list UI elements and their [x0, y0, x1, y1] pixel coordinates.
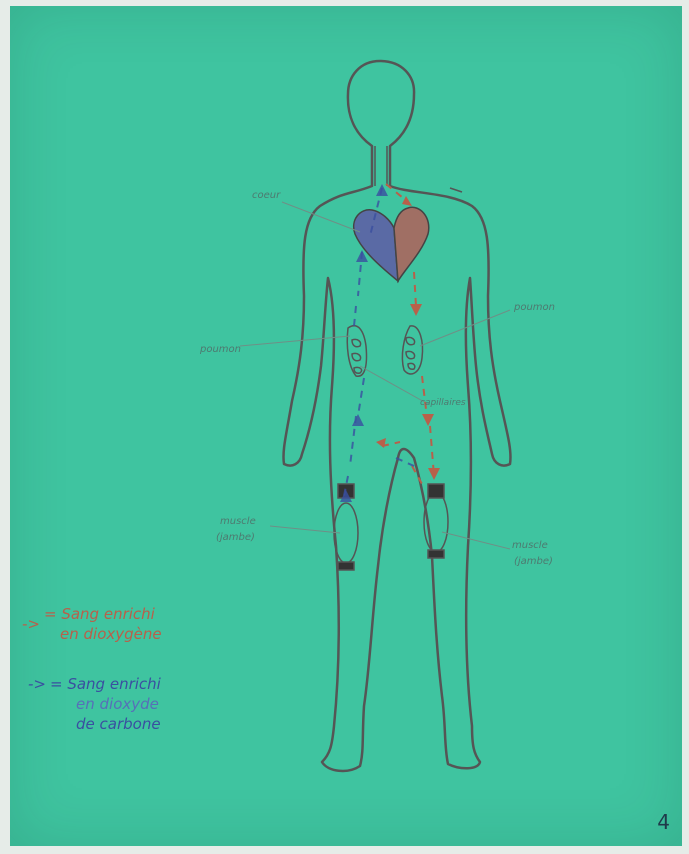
legend-oxygen-arrow: -> [22, 616, 40, 633]
label-muscle-left: muscle [220, 516, 256, 527]
paper-sheet: coeur poumon poumon capillaires muscle (… [10, 6, 682, 846]
left-lung [347, 326, 366, 377]
trachea [375, 146, 387, 186]
body-outline [283, 61, 510, 771]
right-lung [402, 326, 422, 374]
label-lung-right: poumon [514, 302, 555, 313]
label-heart: coeur [252, 190, 280, 201]
label-muscle-right-sub: (jambe) [514, 556, 553, 567]
legend-co2-line1: = Sang enrichi [50, 676, 161, 693]
label-muscle-right: muscle [512, 540, 548, 551]
label-capillaries: capillaires [420, 398, 466, 409]
page-number: 4 [657, 810, 670, 834]
legend-co2-line3: de carbone [76, 716, 161, 733]
label-lung-left: poumon [200, 344, 241, 355]
legend-oxygen-line1: = Sang enrichi [44, 606, 155, 623]
heart-right-half [394, 207, 429, 281]
legend-co2-line2: en dioxyde [76, 696, 159, 713]
legend-co2-arrow: -> [28, 676, 46, 693]
label-muscle-left-sub: (jambe) [216, 532, 255, 543]
legend-oxygen-line2: en dioxygène [60, 626, 162, 643]
shoulder-mark [450, 188, 462, 192]
